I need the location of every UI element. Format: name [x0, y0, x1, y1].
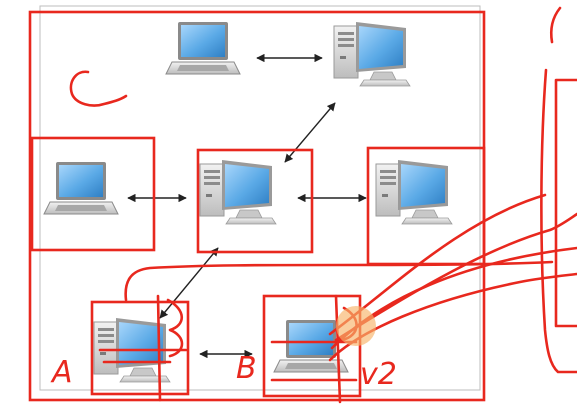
ink-label-a: A [50, 355, 73, 390]
connector-center-bottom-left [159, 247, 219, 319]
ink-scribble-left [98, 294, 188, 402]
ink-box-bottom-right [262, 294, 362, 398]
laptop-icon [165, 21, 241, 75]
slide-frame [39, 5, 481, 391]
ink-box-center [196, 148, 314, 254]
desktop-icon [199, 159, 277, 225]
desktop-icon [375, 159, 453, 225]
ink-scribble-right [270, 294, 358, 404]
ink-curve-5 [124, 260, 554, 302]
ink-box-left [30, 136, 156, 252]
ink-label-v2: v2 [360, 357, 397, 392]
ink-box-bottom-left [90, 300, 190, 396]
ink-letter-c [69, 70, 128, 107]
ink-label-b: B [236, 351, 257, 386]
connector-top-pc-center [284, 102, 336, 163]
ink-right-edge-box [554, 78, 577, 328]
ink-curve-3 [334, 212, 577, 342]
ink-right-edge-stroke-2 [540, 68, 577, 374]
cursor-highlight [336, 306, 376, 346]
ink-right-edge-stroke [549, 6, 562, 44]
laptop-icon [43, 161, 119, 215]
desktop-icon [333, 21, 411, 87]
